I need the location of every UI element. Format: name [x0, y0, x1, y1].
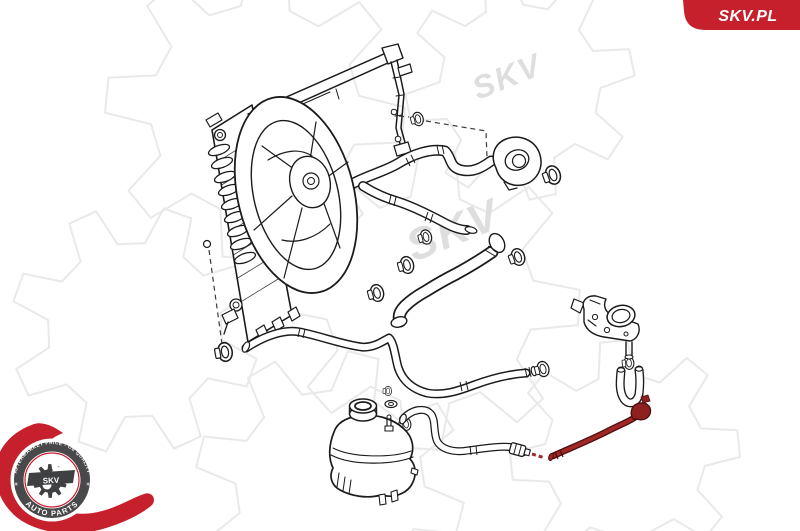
fan-spokes [253, 121, 349, 279]
vent-hose-fitting [508, 442, 531, 458]
hose-clamp [505, 246, 528, 269]
bypass-u-hose [615, 365, 645, 408]
badge: AFTERMARKET PRICE - OE QUALITY AUTO PART… [0, 423, 154, 531]
badge-skv-text: SKV [43, 476, 61, 486]
hose-clamp [365, 282, 387, 305]
badge-red-ring [24, 452, 80, 508]
bleed-cap [384, 399, 398, 409]
watermark-gear [195, 350, 465, 531]
badge-star-right-icon: ✳ [86, 481, 91, 488]
badge-star-left-icon: ✳ [14, 481, 19, 488]
watermark-gear [404, 0, 636, 201]
bottom-long-hose [241, 326, 538, 399]
vent-pipe-elbow [630, 402, 652, 421]
diagram-layer [202, 43, 652, 506]
throttle-body [570, 295, 640, 360]
hose-clamp [539, 162, 564, 188]
thermostat-housing-outlet [492, 136, 542, 191]
watermark-gear [279, 149, 581, 451]
leader-lines [208, 115, 488, 345]
vent-hose-highlighted [531, 394, 652, 461]
hose-clamp [408, 110, 426, 128]
watermark-skv-text: SKV [467, 46, 548, 107]
lower-radiator-hose [390, 232, 506, 328]
logo-text: SKV.PL [718, 8, 777, 25]
expansion-tank-cap [348, 398, 378, 422]
upper-radiator-hose [346, 144, 497, 190]
tank-vent-hose [399, 405, 531, 458]
middle-connecting-hose [358, 181, 478, 235]
throttle-stem [625, 341, 633, 357]
badge-gear-emblem: SKV [27, 464, 75, 498]
bleed-valve [384, 414, 394, 432]
expansion-tank [328, 398, 419, 506]
brand-logo: SKV.PL [683, 0, 800, 30]
hose-clamp [382, 385, 392, 397]
watermark-gear [12, 207, 258, 453]
logo-banner [683, 0, 800, 30]
